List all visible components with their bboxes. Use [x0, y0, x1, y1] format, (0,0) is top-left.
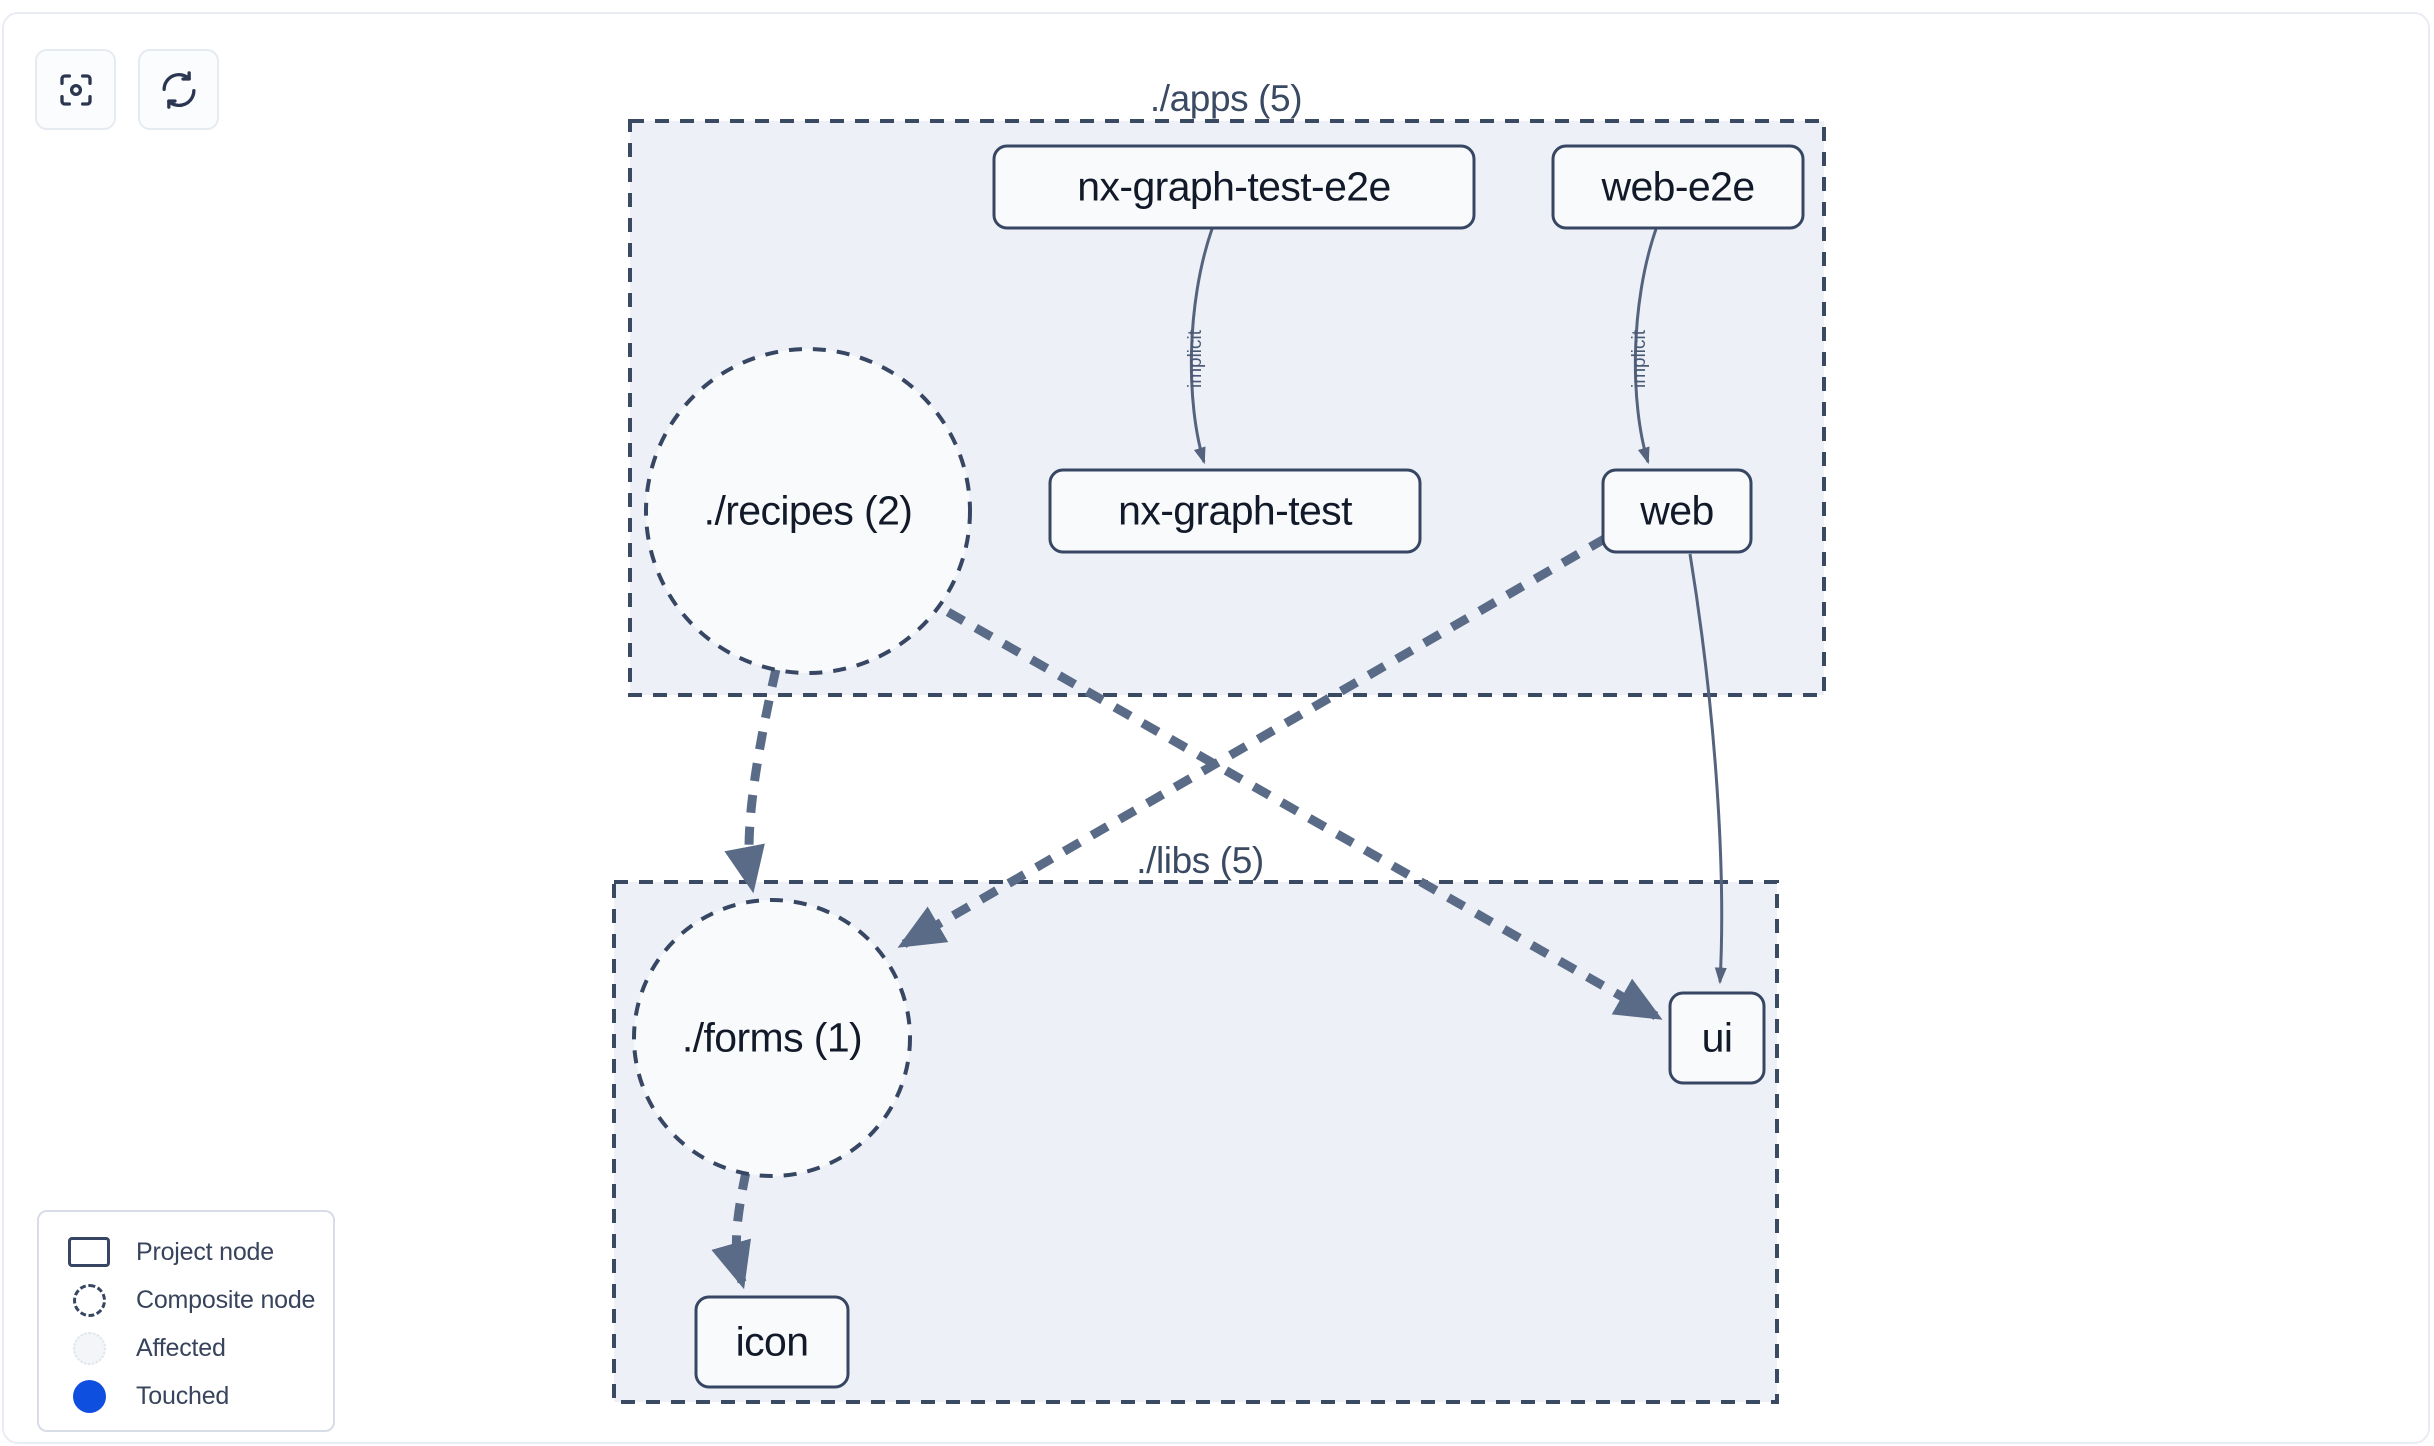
legend-label-composite-node: Composite node [136, 1285, 316, 1314]
legend-item-touched: Touched [39, 1372, 333, 1420]
project-node-swatch [65, 1237, 113, 1267]
focus-target-icon [55, 69, 97, 111]
composite-node-swatch [65, 1283, 113, 1317]
edge-forms-to-icon [711, 1171, 752, 1290]
legend-item-composite-node: Composite node [39, 1276, 333, 1324]
focus-graph-button[interactable] [35, 49, 116, 130]
node-icon[interactable] [694, 1295, 850, 1389]
legend-item-project-node: Project node [39, 1228, 333, 1276]
refresh-graph-button[interactable] [138, 49, 219, 130]
node-nx-graph-test-box [1048, 468, 1422, 554]
edge-webe2e-to-web [1633, 228, 1658, 465]
graph-canvas-panel: ./apps (5) ./libs (5) nx-graph-test-e2e … [2, 12, 2430, 1444]
edge-recipes-to-ui [945, 608, 1663, 1020]
node-web-e2e[interactable] [1551, 144, 1805, 230]
graph-drawing [612, 119, 1826, 1404]
node-nx-graph-test[interactable] [1048, 468, 1422, 554]
edge-nxgraphteste2e-to-nxgraphtest [1189, 228, 1214, 465]
node-recipes-circle [644, 347, 972, 675]
graph-toolbar [35, 49, 219, 130]
graph-legend: Project node Composite node Affected Tou… [37, 1210, 335, 1432]
edge-web-to-forms [897, 534, 1609, 948]
legend-label-affected: Affected [136, 1333, 226, 1362]
node-recipes[interactable] [644, 347, 972, 675]
node-ui-box [1668, 991, 1766, 1085]
legend-item-affected: Affected [39, 1324, 333, 1372]
node-forms-circle [632, 898, 912, 1178]
legend-label-project-node: Project node [136, 1237, 274, 1266]
node-icon-box [694, 1295, 850, 1389]
node-nx-graph-test-e2e[interactable] [992, 144, 1476, 230]
legend-label-touched: Touched [136, 1381, 230, 1410]
node-web-box [1601, 468, 1753, 554]
touched-swatch [65, 1379, 113, 1413]
node-nx-graph-test-e2e-box [992, 144, 1476, 230]
edge-web-to-ui [1688, 553, 1727, 985]
node-ui[interactable] [1668, 991, 1766, 1085]
node-web-e2e-box [1551, 144, 1805, 230]
node-forms[interactable] [632, 898, 912, 1178]
refresh-icon [158, 69, 200, 111]
node-web[interactable] [1601, 468, 1753, 554]
edge-recipes-to-forms [724, 667, 781, 894]
affected-swatch [65, 1331, 113, 1365]
